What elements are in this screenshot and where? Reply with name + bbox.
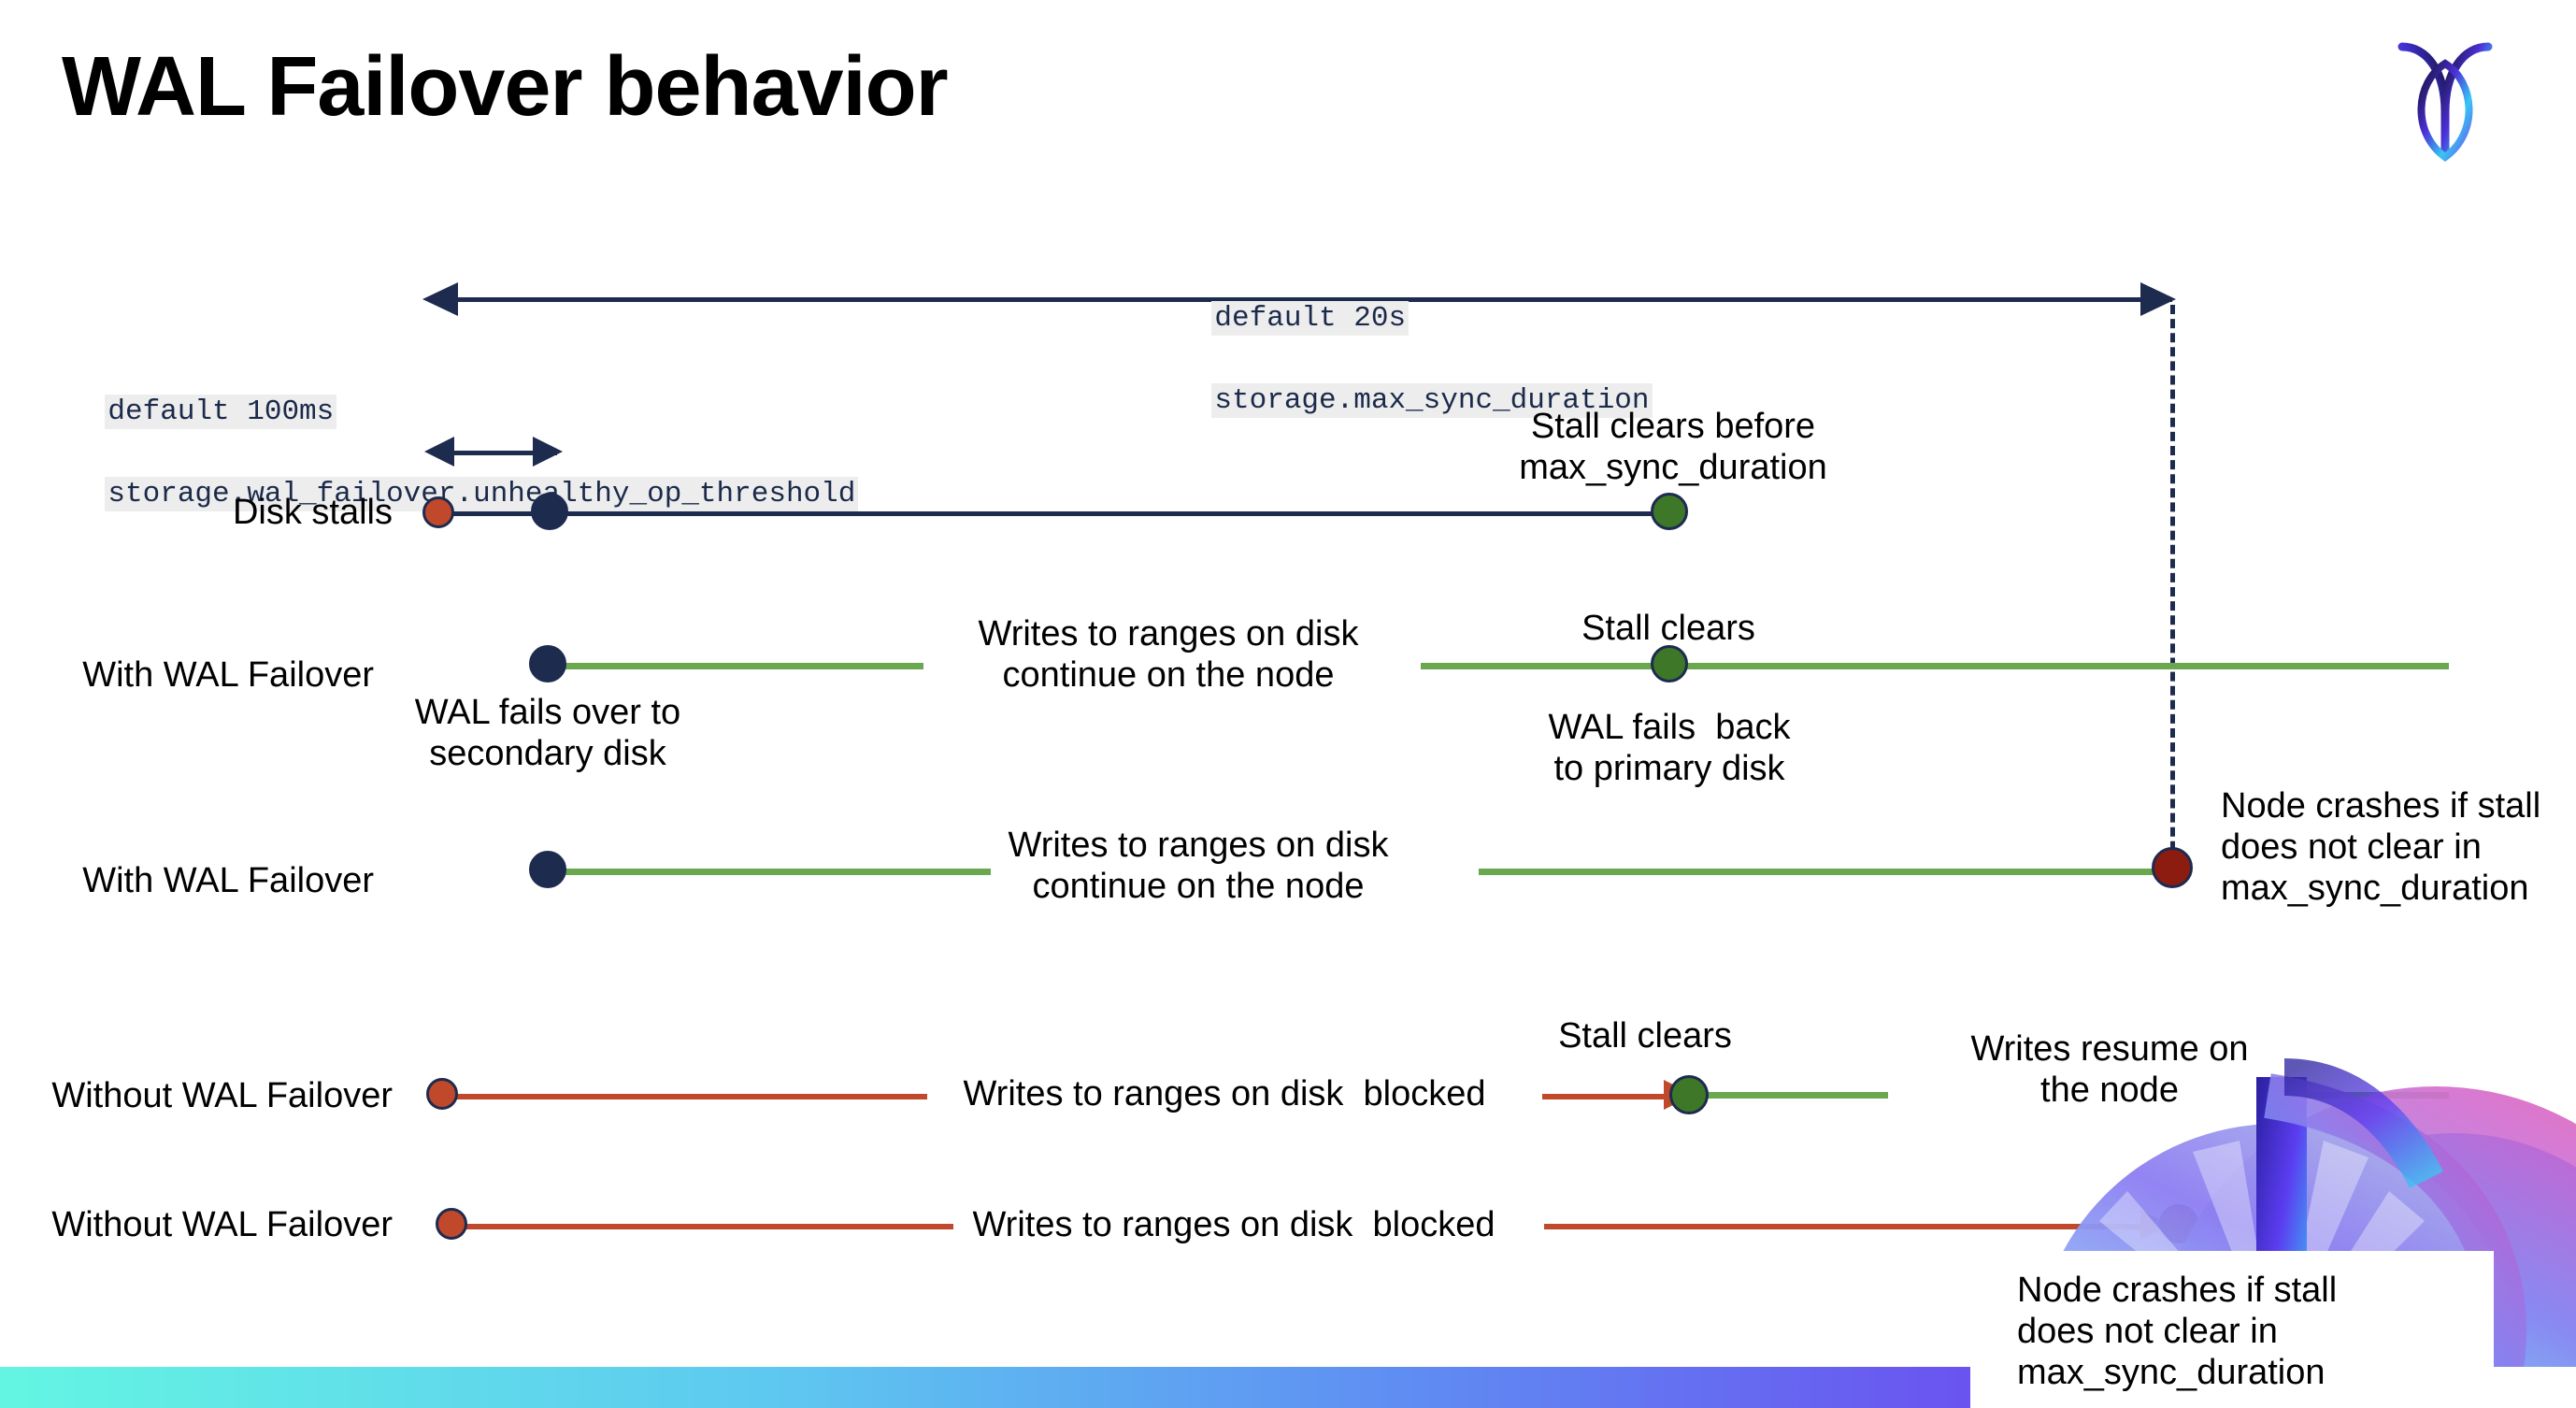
- without-failover-1-stall-dot: [426, 1078, 458, 1110]
- row-label-without-wal-failover-1: Without WAL Failover: [51, 1076, 393, 1115]
- node-crash-callout-card: [1970, 1251, 2494, 1408]
- max-sync-setting-text: storage.max_sync_duration: [1211, 383, 1653, 419]
- note-wal-fails-back-primary: WAL fails back to primary disk: [1548, 708, 1791, 789]
- without-failover-2-crash-dot: [2159, 1204, 2198, 1243]
- with-failover-1-clear-dot: [1651, 645, 1688, 682]
- without-failover-1-blocked-line-a: [441, 1094, 927, 1099]
- max-sync-duration-dashed-guide: [2170, 305, 2175, 879]
- threshold-arrow-right-icon: [533, 437, 563, 467]
- note-stall-clears-1: Stall clears: [1581, 609, 1755, 648]
- without-failover-1-blocked-line-b: [1542, 1094, 1673, 1099]
- unhealthy-threshold-annotation: default 100ms storage.wal_failover.unhea…: [36, 351, 859, 556]
- row-label-with-wal-failover-2: With WAL Failover: [82, 861, 374, 900]
- with-failover-2-start-dot: [529, 851, 566, 888]
- note-stall-clears-2: Stall clears: [1558, 1016, 1732, 1056]
- without-failover-2-blocked-line-a: [449, 1224, 953, 1229]
- disk-stall-failover-dot: [531, 493, 568, 530]
- threshold-arrow-left-icon: [424, 437, 454, 467]
- note-writes-continue-1: Writes to ranges on disk continue on the…: [978, 614, 1359, 696]
- cockroachdb-logo-icon: [2389, 34, 2501, 165]
- row-label-with-wal-failover-1: With WAL Failover: [82, 655, 374, 695]
- with-failover-2-crash-dot: [2152, 847, 2193, 888]
- max-sync-default-text: default 20s: [1211, 301, 1410, 337]
- disk-stalls-timeline: [437, 511, 1671, 516]
- with-failover-1-segment-a: [542, 663, 923, 669]
- disk-stall-clear-dot: [1651, 493, 1688, 530]
- span-arrow-right-icon: [2140, 282, 2176, 316]
- note-stall-clears-before-max-sync: Stall clears before max_sync_duration: [1519, 407, 1827, 488]
- page-title: WAL Failover behavior: [62, 40, 949, 134]
- without-failover-2-stall-dot: [436, 1208, 467, 1240]
- with-failover-2-segment-a: [542, 869, 991, 875]
- max-sync-duration-span-line: [436, 297, 2172, 302]
- unhealthy-setting-text: storage.wal_failover.unhealthy_op_thresh…: [105, 477, 859, 512]
- with-failover-1-start-dot: [529, 645, 566, 682]
- without-failover-1-resume-line-far: [2281, 1092, 2449, 1099]
- row-label-without-wal-failover-2: Without WAL Failover: [51, 1205, 393, 1244]
- note-writes-blocked-2: Writes to ranges on disk blocked: [972, 1205, 1496, 1244]
- span-arrow-left-icon: [422, 282, 458, 316]
- note-writes-continue-2: Writes to ranges on disk continue on the…: [1008, 826, 1389, 907]
- note-node-crashes-2: Node crashes if stall does not clear in …: [2017, 1271, 2338, 1393]
- note-wal-fails-over-secondary: WAL fails over to secondary disk: [414, 693, 681, 774]
- note-writes-blocked-1: Writes to ranges on disk blocked: [963, 1074, 1486, 1113]
- max-sync-duration-annotation: default 20s storage.max_sync_duration: [1142, 257, 1653, 463]
- note-writes-resume-node: Writes resume on the node: [1970, 1029, 2249, 1111]
- unhealthy-threshold-span-line: [436, 451, 557, 455]
- without-failover-1-clear-dot: [1669, 1075, 1709, 1114]
- unhealthy-default-text: default 100ms: [105, 395, 337, 430]
- note-node-crashes-1: Node crashes if stall does not clear in …: [2221, 786, 2541, 909]
- with-failover-2-segment-b: [1479, 869, 2178, 875]
- without-failover-1-resume-line: [1694, 1092, 1888, 1099]
- row-label-disk-stalls: Disk stalls: [232, 493, 393, 532]
- disk-stall-start-dot: [422, 496, 454, 528]
- without-failover-2-blocked-line-b: [1544, 1224, 2154, 1229]
- with-failover-1-segment-b: [1421, 663, 2449, 669]
